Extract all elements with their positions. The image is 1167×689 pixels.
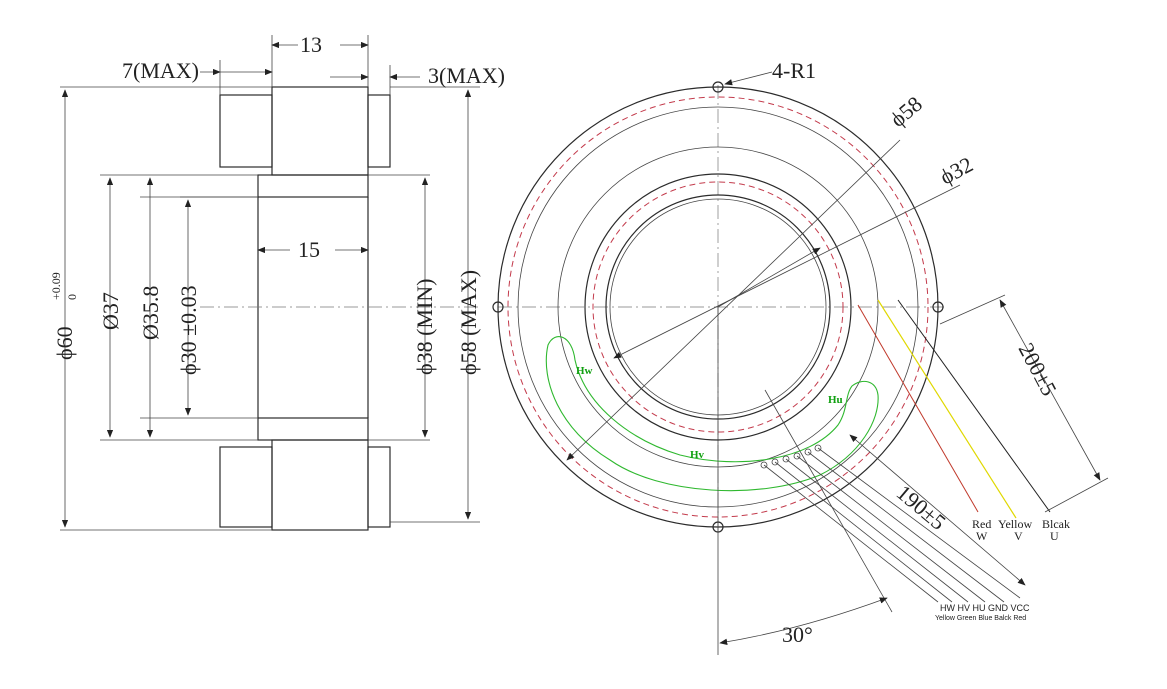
angle-30-label: 30°: [782, 622, 813, 647]
hall-hu-label: Hu: [828, 394, 843, 406]
angle-ref-slanted: [764, 389, 893, 613]
sensor-wire-names: HW HV HU GND VCC: [940, 603, 1030, 613]
wire-yellow: [877, 299, 1017, 519]
d32-leader: [613, 184, 961, 359]
dim-200-line: [999, 299, 1101, 481]
notch-top: [712, 81, 724, 93]
dim-190-label: 190±5: [892, 480, 951, 535]
motor-wire-black-phase: U: [1050, 529, 1059, 543]
dim-d60-label: ϕ60: [52, 326, 77, 360]
top-stator-core: [271, 86, 369, 176]
outer-dashed-circle: [507, 96, 929, 518]
rotor-top-section: [257, 174, 369, 198]
rotor-bottom-section: [257, 417, 369, 441]
notch-right: [932, 301, 944, 313]
dim-d30-label: ϕ30 ±0.03: [176, 285, 201, 375]
dim-200-label: 200±5: [1014, 339, 1062, 400]
dim-15-label: 15: [298, 237, 320, 262]
bottom-stator-core: [271, 439, 369, 531]
dim-190-line: [849, 434, 1026, 586]
d58-leader: [566, 139, 901, 461]
dim-3max-label: 3(MAX): [428, 63, 505, 88]
front-d32-label: ϕ32: [936, 152, 977, 190]
dim-d60-tol-zero: 0: [65, 294, 79, 300]
angle-30-arc: [719, 597, 888, 646]
motor-wire-black-name: Blcak: [1042, 517, 1070, 531]
notch-left: [492, 301, 504, 313]
dim-d358-label: Ø35.8: [138, 286, 163, 340]
side-view: 13 7(MAX) 3(MAX) 15 ϕ60 +0.09 0 Ø37 Ø35.…: [49, 32, 505, 531]
dim-d38-label: ϕ38 (MIN): [412, 278, 437, 375]
wire-black: [897, 299, 1051, 513]
wire-red: [857, 304, 979, 513]
front-d58-label: ϕ58: [885, 91, 927, 132]
front-view: Hw Hv Hu ϕ58 ϕ32 4-R1 Red W Yellow V: [492, 58, 1109, 655]
sensor-pads: [760, 444, 822, 469]
r1-label: 4-R1: [772, 58, 816, 83]
dim-d37-label: Ø37: [98, 292, 123, 330]
inner-dashed-circle: [592, 181, 844, 433]
motor-wire-yellow-phase: V: [1014, 529, 1023, 543]
top-left-winding: [219, 94, 273, 168]
hall-hw-label: Hw: [576, 365, 593, 377]
r1-leader: [724, 71, 773, 86]
hall-board-outline: [545, 336, 879, 492]
dim-13-label: 13: [300, 32, 322, 57]
sensor-wire-colors: Yellow Green Blue Balck Red: [935, 615, 1026, 622]
dim-d60-tol-plus: +0.09: [49, 272, 63, 300]
top-right-winding: [367, 94, 391, 168]
dim-d58max-label: ϕ58 (MAX): [456, 270, 481, 375]
hall-hv-label: Hv: [690, 449, 705, 461]
bottom-left-winding: [219, 446, 273, 528]
motor-wires: [857, 299, 1051, 519]
motor-wire-red-phase: W: [976, 529, 988, 543]
dim-7max-label: 7(MAX): [122, 58, 199, 83]
bottom-right-winding: [367, 446, 391, 528]
